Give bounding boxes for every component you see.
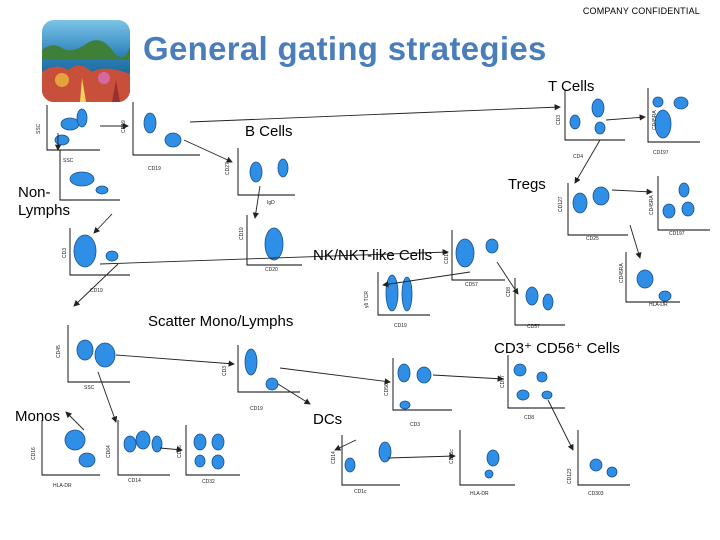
page-title: General gating strategies	[143, 30, 547, 67]
label-monos: Monos	[15, 408, 61, 425]
label-nk-nkt: NK/NKT-like Cells	[313, 247, 433, 264]
plot-cd32	[185, 425, 240, 476]
axis-cd19-5: CD19	[250, 406, 263, 412]
axis-cd4: CD4	[573, 154, 584, 160]
axis-cd197-tr: CD197	[669, 231, 685, 237]
axis-cd45: CD45	[56, 345, 62, 358]
label-cd3-cd56: CD3⁺ CD56⁺ Cells	[494, 340, 620, 357]
plot-scatter	[67, 325, 130, 383]
axis-cd45ra-t: CD45RA	[652, 110, 658, 130]
label-dcs: DCs	[313, 411, 343, 428]
axis-hla-dr-1: HLA-DR	[649, 302, 668, 308]
axis-ssc-2: SSC	[63, 158, 74, 164]
axis-gamma-delta: γδ TCR	[364, 291, 370, 308]
plot-cd3-cd56	[69, 228, 130, 276]
axis-cd27: CD27	[225, 162, 231, 175]
plot-t-cells	[564, 90, 625, 141]
plot-cd14-cd16	[117, 420, 170, 476]
axis-cd14: CD14	[128, 478, 141, 484]
axis-cd8-2: CD8	[524, 415, 535, 421]
plot-monos	[41, 420, 100, 476]
axis-cd3-2: CD3	[410, 422, 421, 428]
axis-hla-dr-3: HLA-DR	[470, 491, 489, 497]
axis-cd8-nk: CD8	[506, 286, 512, 297]
axis-cd57-2: CD57	[527, 324, 540, 330]
axis-cd56: CD56	[384, 383, 390, 396]
plot-cd303	[577, 430, 630, 486]
plot-cd3-ssc	[237, 345, 300, 393]
axis-cd1c: CD1c	[354, 489, 367, 495]
coral-reef-photo	[42, 20, 130, 102]
axis-cd19-1: CD19	[121, 120, 127, 133]
plot-cd3cd56	[392, 358, 452, 411]
plot-cd57-cd8	[507, 355, 565, 409]
axis-cd45ra-tregs: CD45RA	[649, 195, 655, 215]
plot-cd8-cd57	[514, 278, 565, 326]
plot-ssc-nonlymph	[59, 150, 120, 201]
label-t-cells: T Cells	[548, 78, 595, 95]
axis-cd19-2: CD19	[239, 227, 245, 240]
axis-cd57-h: CD57	[465, 282, 478, 288]
label-b-cells: B Cells	[245, 123, 293, 140]
plot-cd197	[625, 252, 680, 303]
plot-cd45ra	[657, 176, 710, 231]
plot-ssc-cd3	[46, 105, 100, 151]
plot-gd	[377, 272, 430, 316]
plot-tregs	[567, 183, 628, 236]
axis-ssc-3: SSC	[84, 385, 95, 391]
axis-cd123: CD123	[567, 468, 573, 484]
axis-cd45ra-2: CD45RA	[619, 263, 625, 283]
axis-cd20: CD20	[265, 267, 278, 273]
axis-cd16-m: CD16	[31, 447, 37, 460]
plot-cd3-cd19	[132, 102, 200, 156]
axis-cd3-sc: CD3	[222, 365, 228, 376]
plot-dcs	[341, 435, 400, 486]
axis-hla-dr-2: HLA-DR	[53, 483, 72, 489]
plot-nk	[451, 230, 505, 281]
label-tregs: Tregs	[508, 176, 546, 193]
plot-cd4-cd8	[647, 88, 700, 143]
label-scatter: Scatter Mono/Lymphs	[148, 313, 294, 330]
axis-cd197-t: CD197	[653, 150, 669, 156]
plot-b-cells	[237, 148, 295, 196]
axis-cd19-h: CD19	[148, 166, 161, 172]
axis-cd19-4: CD19	[394, 323, 407, 329]
axis-cd11c: CD11c	[449, 449, 455, 464]
plot-igd	[246, 215, 302, 266]
axis-cd25: CD25	[586, 236, 599, 242]
axis-cd86: CD86	[177, 445, 183, 458]
axis-igd: IgD	[267, 200, 275, 206]
axis-cd57: CD57	[500, 375, 506, 388]
axis-cd16: CD16	[444, 251, 450, 264]
label-non-lymphs: Non- Lymphs	[18, 184, 70, 219]
axis-cd14-d: CD14	[331, 451, 337, 464]
axis-cd3-nk: CD3	[62, 247, 68, 258]
axis-cd127: CD127	[558, 196, 564, 212]
confidential-label: COMPANY CONFIDENTIAL	[582, 6, 700, 16]
axis-cd32: CD32	[202, 479, 215, 485]
axis-ssc-1: SSC	[36, 123, 42, 134]
axis-cd64: CD64	[106, 445, 112, 458]
axis-cd3-t: CD3	[556, 114, 562, 125]
plot-cd123	[459, 430, 515, 486]
axis-cd303: CD303	[588, 491, 604, 497]
axis-cd19-3: CD19	[90, 288, 103, 294]
